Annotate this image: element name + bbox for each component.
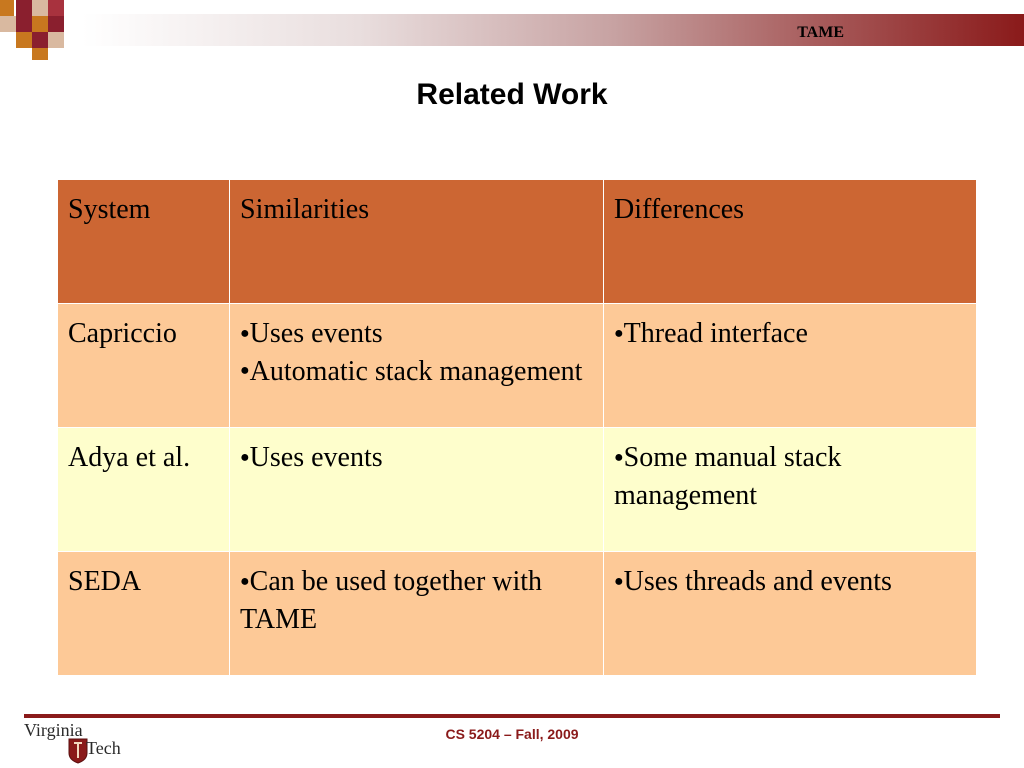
system-cell: SEDA (57, 551, 230, 676)
bullet-icon: ● (240, 572, 250, 590)
table-header-row: System Similarities Differences (57, 179, 977, 304)
vt-shield-icon (68, 738, 88, 764)
bullet-icon: ● (240, 324, 250, 342)
virginia-tech-logo: Virginia Tech (24, 720, 144, 766)
table-row: Capriccio ●Uses events ●Automatic stack … (57, 303, 977, 428)
bullet-icon: ● (240, 362, 250, 380)
list-item: ●Uses events (240, 442, 383, 473)
column-header-similarities: Similarities (229, 179, 604, 304)
system-cell: Capriccio (57, 303, 230, 428)
footer-rule (24, 714, 1000, 718)
list-item: ●Automatic stack management (240, 355, 583, 387)
differences-cell: ●Some manual stack management (603, 427, 977, 552)
logo-virginia-text: Virginia (24, 720, 83, 740)
similarities-cell: ●Can be used together with TAME (229, 551, 604, 676)
list-item: ●Can be used together with TAME (240, 566, 543, 635)
logo-tech-text: Tech (86, 738, 121, 758)
list-item: ●Uses events (240, 318, 383, 349)
slide-title: Related Work (416, 78, 608, 111)
bullet-icon: ● (614, 324, 624, 342)
checker-logo-icon (0, 0, 80, 62)
column-header-system: System (57, 179, 230, 304)
table-row: SEDA ●Can be used together with TAME ●Us… (57, 551, 977, 676)
bullet-icon: ● (614, 448, 624, 466)
column-header-differences: Differences (603, 179, 977, 304)
list-item: ●Some manual stack management (614, 442, 842, 511)
table-row: Adya et al. ●Uses events ●Some manual st… (57, 427, 977, 552)
footer-course: CS 5204 – Fall, 2009 (445, 726, 579, 742)
header-label: TAME (797, 24, 844, 41)
list-item: ●Uses threads and events (614, 566, 892, 597)
similarities-cell: ●Uses events (229, 427, 604, 552)
related-work-table: System Similarities Differences Capricci… (57, 179, 977, 676)
differences-cell: ●Thread interface (603, 303, 977, 428)
bullet-icon: ● (240, 448, 250, 466)
system-cell: Adya et al. (57, 427, 230, 552)
differences-cell: ●Uses threads and events (603, 551, 977, 676)
bullet-icon: ● (614, 572, 624, 590)
top-banner (0, 14, 1024, 46)
similarities-cell: ●Uses events ●Automatic stack management (229, 303, 604, 428)
list-item: ●Thread interface (614, 318, 808, 349)
